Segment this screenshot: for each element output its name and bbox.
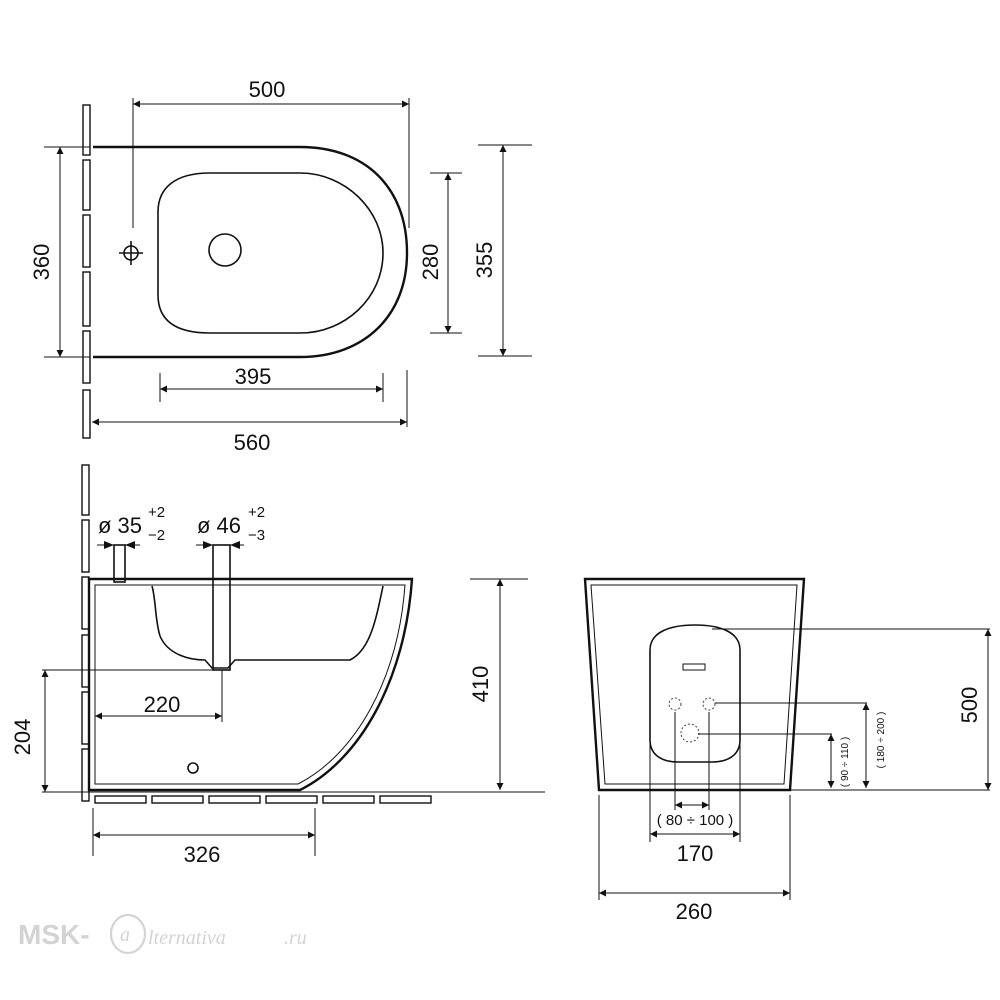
dim-recess-width: 170 [649, 740, 741, 866]
watermark-brand: MSK- [18, 919, 90, 950]
dim-height-label: 410 [468, 666, 493, 703]
dim-pipe-46-label: ø 46 [197, 513, 241, 538]
dim-inlet-height: ( 180 ÷ 200 ) [862, 703, 887, 788]
inlet-right [702, 697, 716, 711]
dim-bolt-distance-label: 326 [184, 842, 221, 867]
front-view: 500 ( 180 ÷ 200 ) ( 90 ÷ 110 ) ( 80 ÷ 10… [583, 577, 992, 924]
side-view: ø 35 +2 −2 ø 46 +2 −3 220 204 [10, 464, 545, 867]
dim-height-bowl: 280 [418, 172, 462, 334]
dim-front-width: 260 [598, 795, 791, 924]
dim-height-right-label: 355 [472, 242, 497, 279]
dim-front-height-label: 500 [957, 687, 982, 724]
dim-height-right: 355 [472, 144, 532, 357]
tap-hole-icon [119, 241, 143, 265]
dim-width-bowl: 395 [159, 364, 384, 402]
dim-height-left-label: 360 [29, 244, 54, 281]
dim-recess-width-label: 170 [677, 841, 714, 866]
dim-front-height: 500 [957, 629, 992, 790]
dim-pipe-35-tol-plus: +2 [148, 504, 165, 521]
svg-text:a: a [120, 924, 130, 946]
dim-drain-height-label: 204 [10, 719, 35, 756]
side-floor [94, 795, 432, 804]
pipe-35 [113, 544, 126, 583]
dim-pipe-46-tol-minus: −3 [248, 527, 265, 544]
dim-pipe-46-tol-plus: +2 [248, 504, 265, 521]
dim-drain-height: 204 [10, 670, 49, 792]
dim-depth-overall-label: 560 [234, 430, 271, 455]
rear-recess [649, 624, 741, 763]
pipe-46 [212, 544, 231, 671]
dim-pipe-35: ø 35 +2 −2 [97, 504, 165, 549]
dim-inlet-spacing-label: ( 80 ÷ 100 ) [657, 812, 734, 829]
watermark-brand-tail: lternativa [148, 927, 226, 949]
front-body-outline [583, 577, 806, 792]
drain-outlet [680, 723, 700, 743]
top-wall [82, 104, 91, 439]
dim-drain-height-range: ( 90 ÷ 110 ) [827, 734, 851, 788]
side-body-outline [87, 577, 414, 792]
inlet-left [668, 697, 682, 711]
dim-pipe-46: ø 46 +2 −3 [196, 504, 265, 549]
dim-pipe-35-label: ø 35 [98, 513, 142, 538]
dim-drain-distance: 220 [95, 670, 223, 722]
dim-height-bowl-label: 280 [418, 244, 443, 281]
dim-bolt-distance: 326 [92, 808, 316, 867]
dim-width-outer: 500 [132, 77, 410, 228]
bolt-hole [187, 762, 199, 774]
dim-width-outer-label: 500 [249, 77, 286, 102]
dim-width-bowl-label: 395 [235, 364, 272, 389]
top-bowl-outline [157, 172, 384, 334]
watermark-domain: .ru [284, 927, 307, 949]
top-view: 500 395 560 360 280 [29, 77, 532, 455]
side-wall [81, 464, 90, 802]
side-bowl-cavity [151, 585, 384, 669]
dim-depth-overall: 560 [92, 370, 408, 455]
dim-height-left: 360 [29, 146, 90, 358]
dim-inlet-height-label: ( 180 ÷ 200 ) [876, 712, 887, 769]
dim-height: 410 [468, 578, 528, 790]
dim-drain-height-range-label: ( 90 ÷ 110 ) [840, 737, 851, 787]
watermark-logo-icon: a [109, 913, 147, 955]
watermark: MSK- a lternativa .ru [18, 913, 307, 955]
dim-inlet-spacing: ( 80 ÷ 100 ) [657, 801, 734, 829]
dim-drain-distance-label: 220 [144, 692, 181, 717]
top-outer-outline [93, 145, 409, 359]
dim-front-width-label: 260 [676, 899, 713, 924]
drain-hole [208, 233, 242, 267]
dim-pipe-35-tol-minus: −2 [148, 527, 165, 544]
